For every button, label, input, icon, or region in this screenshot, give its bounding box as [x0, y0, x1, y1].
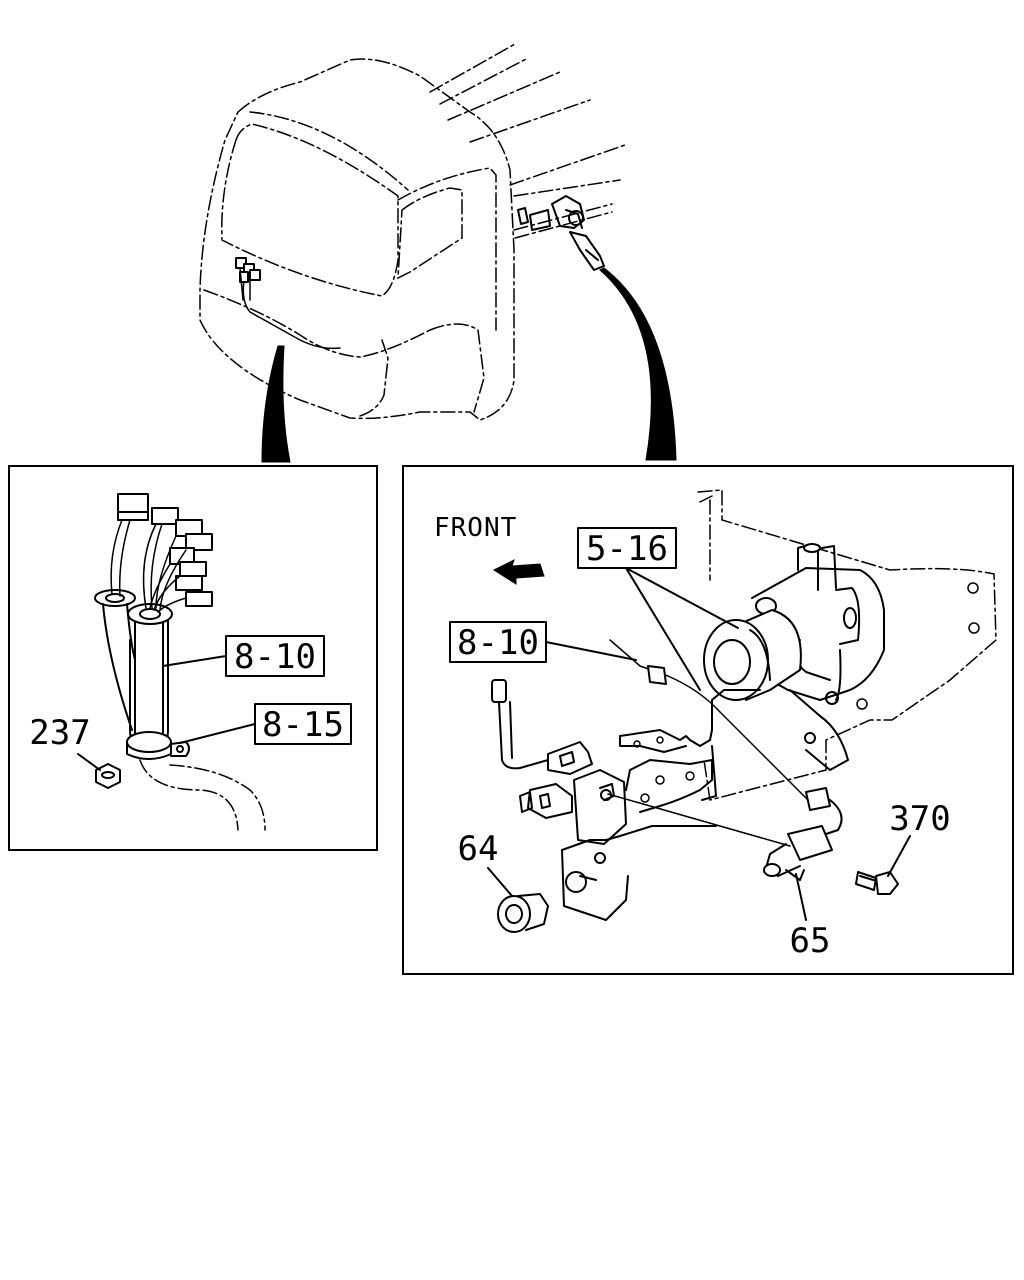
left-panel-frame: [8, 465, 378, 851]
callout-text: 8-15: [262, 705, 344, 745]
leader-8-10-left: [162, 655, 227, 667]
callout-64: 64: [458, 829, 499, 869]
callout-box: [449, 621, 547, 663]
plug-64: [497, 893, 549, 933]
right-connector-a: [647, 665, 667, 685]
right-panel-frame: [402, 465, 1014, 975]
leader-to-right-panel: [599, 267, 677, 461]
right-connector-b: [805, 787, 843, 837]
leader-65: [795, 873, 807, 921]
callout-text: 5-16: [586, 529, 668, 569]
leader-370: [887, 835, 911, 877]
callout-box: [254, 703, 352, 745]
cab-step: [359, 339, 389, 417]
grommet-assembly: [94, 589, 190, 760]
front-label: FRONT: [434, 513, 517, 543]
mount-bracket: [561, 689, 761, 921]
side-window: [397, 187, 463, 280]
bracket-plate: [697, 489, 997, 801]
cab-connectors: [235, 257, 261, 301]
right-harness: [609, 639, 811, 803]
left-detail-panel: 8-10 8-15 237: [8, 465, 378, 851]
right-detail-panel: FRONT: [402, 465, 1014, 975]
callout-5-16: 5-16: [577, 527, 677, 569]
leader-237: [77, 753, 101, 771]
cab-roof-line: [249, 111, 409, 191]
leader-to-left-panel: [261, 345, 291, 463]
callout-text: 8-10: [234, 637, 316, 677]
actuator-valve: [703, 543, 885, 771]
callout-text: 8-10: [457, 623, 539, 663]
left-hose: [139, 759, 266, 831]
truck-cab-overview: [199, 43, 677, 463]
leader-5-16-a: [625, 567, 739, 629]
leader-5-16-b: [625, 567, 701, 691]
leader-8-15: [179, 723, 256, 744]
callout-8-10-left: 8-10: [225, 635, 325, 677]
cab-body-outline: [199, 58, 515, 421]
door-line: [397, 167, 497, 331]
chassis-rails: [429, 43, 626, 239]
windshield: [221, 123, 399, 297]
cab-harness: [242, 274, 341, 350]
leader-64: [487, 867, 513, 897]
left-connectors: [110, 493, 213, 613]
frame-components: [517, 195, 605, 271]
leader-8-10-right: [545, 641, 637, 661]
callout-8-10-right: 8-10: [449, 621, 547, 663]
sensor-65: [763, 825, 833, 881]
callout-237: 237: [29, 713, 90, 753]
bracket-plate-inner: [699, 495, 713, 581]
pressure-switch: [491, 679, 593, 819]
nut-237: [95, 763, 121, 789]
callout-370: 370: [889, 799, 950, 839]
callout-8-15: 8-15: [254, 703, 352, 745]
assembly-axis-line: [607, 793, 791, 847]
callout-65: 65: [790, 921, 831, 961]
front-arrow-icon: [492, 559, 545, 585]
wheel-arch: [429, 323, 485, 413]
bolt-370: [855, 871, 899, 895]
callout-box: [577, 527, 677, 569]
callout-box: [225, 635, 325, 677]
